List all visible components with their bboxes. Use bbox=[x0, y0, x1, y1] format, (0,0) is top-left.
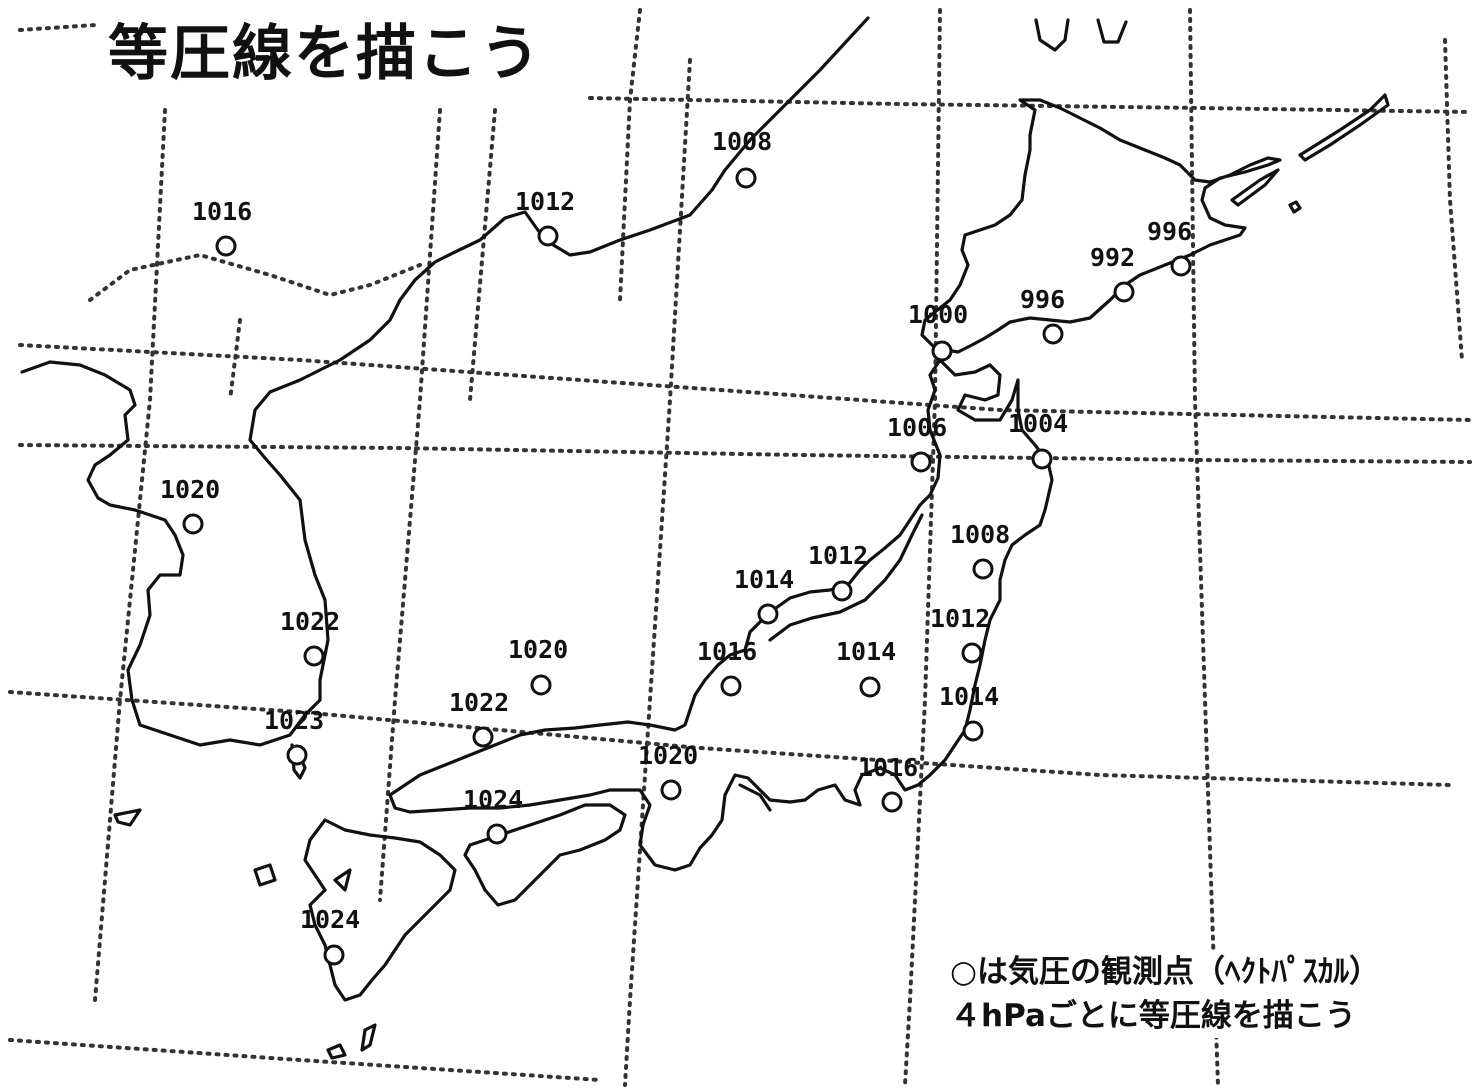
longitude-line bbox=[228, 318, 242, 402]
station-marker bbox=[961, 642, 983, 664]
station-marker bbox=[537, 225, 559, 247]
station-pressure-label: 1024 bbox=[463, 785, 523, 814]
station-pressure-label: 1023 bbox=[264, 706, 324, 735]
station-pressure-label: 1024 bbox=[300, 905, 360, 934]
station-pressure-label: 1008 bbox=[712, 127, 772, 156]
station-pressure-label: 1020 bbox=[160, 475, 220, 504]
station-marker bbox=[931, 340, 953, 362]
note-line-1: ○は気圧の観測点（ﾍｸﾄﾊﾟｽｶﾙ） bbox=[950, 954, 1381, 990]
goto-coastline bbox=[113, 808, 142, 827]
station-pressure-label: 1016 bbox=[697, 637, 757, 666]
longitude-line bbox=[1188, 8, 1220, 1087]
kuril-coastline bbox=[1230, 168, 1280, 207]
station-marker bbox=[1042, 323, 1064, 345]
longitude-line bbox=[903, 8, 942, 1087]
station-pressure-label: 996 bbox=[1147, 217, 1192, 246]
station-marker bbox=[660, 779, 682, 801]
latitude-line bbox=[8, 1038, 602, 1082]
note-line-2: ４hPaごとに等圧線を描こう bbox=[950, 998, 1356, 1034]
station-marker bbox=[1113, 281, 1135, 303]
station-pressure-label: 1020 bbox=[638, 741, 698, 770]
longitude-line bbox=[468, 108, 497, 402]
station-pressure-label: 1012 bbox=[515, 187, 575, 216]
tanegashima-coastline bbox=[360, 1023, 377, 1052]
station-marker bbox=[530, 674, 552, 696]
longitude-line bbox=[618, 8, 642, 302]
station-marker bbox=[735, 167, 757, 189]
station-marker bbox=[859, 676, 881, 698]
station-marker bbox=[472, 726, 494, 748]
station-marker bbox=[757, 603, 779, 625]
island-coastline bbox=[333, 868, 352, 892]
kuril-coastline bbox=[1298, 93, 1390, 162]
observation-stations: 1016 1012 1008 1000 996 992 996 1006 1004 1020 100… bbox=[160, 127, 1192, 966]
station-marker bbox=[215, 235, 237, 257]
sakhalin-coastline bbox=[1096, 18, 1128, 44]
island-coastline bbox=[253, 863, 277, 887]
station-marker bbox=[720, 675, 742, 697]
station-marker bbox=[962, 720, 984, 742]
sakhalin-coastline bbox=[1034, 18, 1070, 52]
station-marker bbox=[831, 580, 853, 602]
shikoku-coastline bbox=[463, 803, 627, 907]
station-pressure-label: 1016 bbox=[192, 197, 252, 226]
station-pressure-label: 1014 bbox=[734, 565, 794, 594]
station-pressure-label: 1008 bbox=[950, 520, 1010, 549]
station-marker bbox=[486, 823, 508, 845]
hokkaido-coastline bbox=[920, 98, 1282, 354]
station-pressure-label: 1006 bbox=[887, 413, 947, 442]
station-pressure-label: 1000 bbox=[908, 300, 968, 329]
kyushu-coastline bbox=[303, 818, 457, 1002]
station-marker bbox=[182, 513, 204, 535]
station-pressure-label: 996 bbox=[1020, 285, 1065, 314]
station-marker bbox=[1031, 448, 1053, 470]
station-pressure-label: 1014 bbox=[836, 637, 896, 666]
station-marker bbox=[1170, 255, 1192, 277]
station-pressure-label: 992 bbox=[1090, 243, 1135, 272]
station-pressure-label: 1012 bbox=[930, 604, 990, 633]
longitude-line bbox=[93, 108, 167, 1002]
station-pressure-label: 1022 bbox=[449, 688, 509, 717]
page-title: 等圧線を描こう bbox=[98, 14, 552, 94]
station-marker bbox=[286, 744, 308, 766]
latitude-line bbox=[18, 343, 1472, 422]
station-marker bbox=[303, 645, 325, 667]
longitude-line bbox=[623, 58, 692, 1087]
kuril-coastline bbox=[1288, 200, 1302, 214]
station-pressure-label: 1020 bbox=[508, 635, 568, 664]
latitude-line bbox=[8, 690, 1452, 787]
longitude-line bbox=[1443, 38, 1464, 362]
latitude-line bbox=[88, 252, 422, 302]
station-marker bbox=[910, 451, 932, 473]
station-pressure-label: 1022 bbox=[280, 607, 340, 636]
longitude-line bbox=[378, 108, 442, 902]
island-coastline bbox=[738, 783, 772, 812]
station-pressure-label: 1012 bbox=[808, 541, 868, 570]
station-pressure-label: 1016 bbox=[858, 753, 918, 782]
latitude-line bbox=[588, 96, 1472, 114]
station-marker bbox=[972, 558, 994, 580]
latitude-line bbox=[18, 443, 1472, 464]
instruction-note: ○は気圧の観測点（ﾍｸﾄﾊﾟｽｶﾙ） ４hPaごとに等圧線を描こう bbox=[946, 950, 1385, 1038]
station-pressure-label: 1004 bbox=[1008, 409, 1068, 438]
yakushima-coastline bbox=[326, 1043, 347, 1060]
station-pressure-label: 1014 bbox=[939, 682, 999, 711]
coastlines bbox=[20, 16, 1390, 1060]
noto-coastline bbox=[768, 513, 924, 642]
station-marker bbox=[323, 944, 345, 966]
station-marker bbox=[881, 791, 903, 813]
